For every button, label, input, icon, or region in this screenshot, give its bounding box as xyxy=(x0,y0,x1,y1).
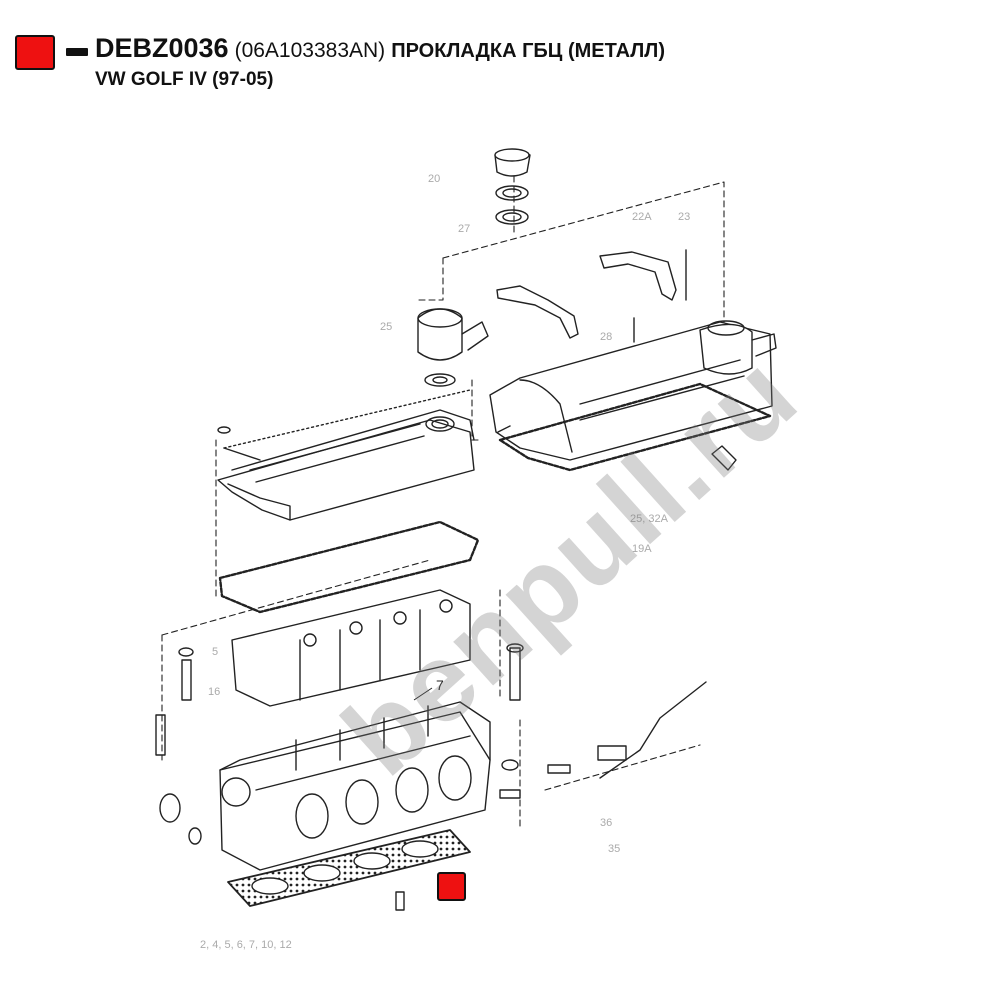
valve-cover-left xyxy=(217,409,475,521)
callout-labels: 20 27 22A 23 25 28 25, 32A 19A 5 16 36 3… xyxy=(200,173,690,951)
callout-25-32a: 25, 32A xyxy=(630,513,669,525)
valve-cover-right xyxy=(489,320,777,461)
red-marker-icon xyxy=(15,35,55,70)
callout-2-10: 2, 4, 5, 6, 7, 10, 12 xyxy=(200,939,292,951)
header: DEBZ0036(06A103383AN)ПРОКЛАДКА ГБЦ (МЕТА… xyxy=(0,0,1000,100)
part-name: ПРОКЛАДКА ГБЦ (МЕТАЛЛ) xyxy=(391,40,665,62)
cylinder-head xyxy=(159,701,491,871)
part-code: DEBZ0036 xyxy=(95,33,229,63)
head-gasket-marker-icon xyxy=(437,872,466,901)
gasket-left xyxy=(218,520,480,614)
callout-27: 27 xyxy=(458,223,470,235)
dash-icon xyxy=(66,48,88,56)
baffle-plate xyxy=(231,589,471,707)
title-line: DEBZ0036(06A103383AN)ПРОКЛАДКА ГБЦ (МЕТА… xyxy=(95,33,665,64)
callout-35: 35 xyxy=(608,843,620,855)
brackets xyxy=(496,249,687,343)
vehicle-model: VW GOLF IV (97-05) xyxy=(95,69,274,90)
callout-22a: 22A xyxy=(632,211,652,223)
callout-20: 20 xyxy=(428,173,440,185)
oem-code: (06A103383AN) xyxy=(234,39,386,62)
sensor-right xyxy=(499,681,707,799)
callout-19a: 19A xyxy=(632,543,652,555)
callout-28: 28 xyxy=(600,331,612,343)
breather-housing xyxy=(417,308,489,387)
alignment-lines xyxy=(161,169,725,831)
callout-7: 7 xyxy=(436,677,444,693)
gasket-right xyxy=(498,382,772,472)
callout-23: 23 xyxy=(678,211,690,223)
callout-5: 5 xyxy=(212,646,218,658)
oil-cap-top xyxy=(494,148,531,225)
studs-left xyxy=(155,426,231,756)
bolt-right xyxy=(506,643,524,701)
callout-25: 25 xyxy=(380,321,392,333)
callout-16: 16 xyxy=(208,686,220,698)
callout-36: 36 xyxy=(600,817,612,829)
